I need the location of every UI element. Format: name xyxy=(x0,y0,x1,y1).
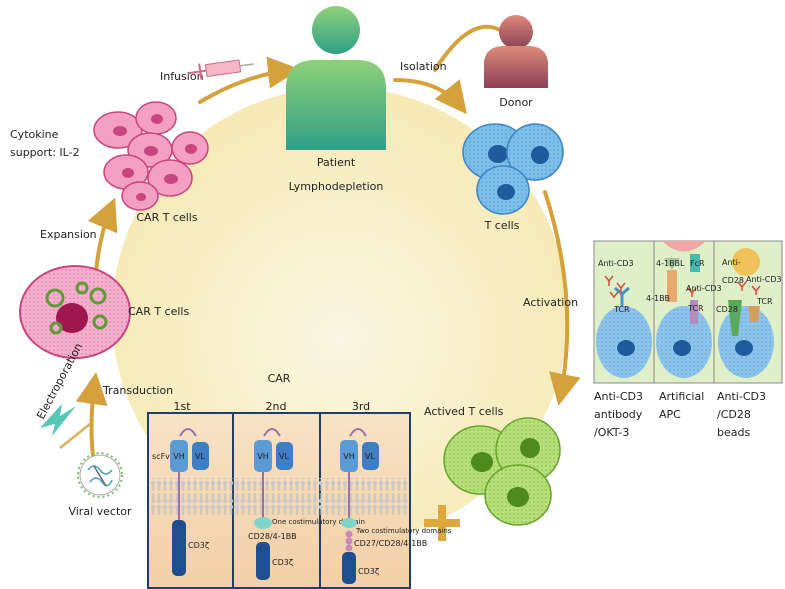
activation-method-okt3: Anti-CD3 TCR xyxy=(596,259,652,378)
costim-domain xyxy=(341,518,357,528)
expansion-label: Expansion xyxy=(40,228,97,241)
method3-label-1: CD28 xyxy=(722,276,744,285)
car-gen-1st: 1st scFv VH VL CD3ζ xyxy=(152,400,209,576)
method2-label-3: 4-1BB xyxy=(646,294,670,303)
caption-m3-2: beads xyxy=(717,426,750,439)
activation-label: Activation xyxy=(523,296,578,309)
method3-label-3: CD28 xyxy=(716,305,738,314)
divider-line xyxy=(59,423,91,449)
two-costim-note: Two costimulatory domains xyxy=(355,527,452,535)
car-t-cells-cluster-top xyxy=(93,101,209,211)
one-costim-note: One costimulatory domain xyxy=(272,518,365,526)
caption-m2-0: Artificial xyxy=(659,390,704,403)
method2-label-0: 4-1BBL xyxy=(656,259,685,268)
car-gen-3rd: 3rd VH VL Two costimulatory domains CD27… xyxy=(340,400,452,584)
method3-label-0: Anti- xyxy=(722,258,741,267)
vl-domain xyxy=(362,442,379,470)
costim-beads xyxy=(345,530,353,552)
gen-1st-header: 1st xyxy=(173,400,191,413)
car-gen-2nd: 2nd VH VL One costimulatory domain CD28/… xyxy=(248,400,365,580)
caption-m1-2: /OKT-3 xyxy=(594,426,629,439)
caption-m2-1: APC xyxy=(659,408,681,421)
isolation-label: Isolation xyxy=(400,60,447,73)
costim-label: CD28/4-1BB xyxy=(248,532,297,541)
vh-domain xyxy=(340,440,358,472)
caption-m1-0: Anti-CD3 xyxy=(594,390,643,403)
activation-captions: Anti-CD3 antibody /OKT-3 Artificial APC … xyxy=(594,390,766,439)
cycle-arrows xyxy=(75,24,581,472)
viral-vector-icon xyxy=(77,452,123,498)
syringe-icon xyxy=(188,59,254,80)
vl-label: VL xyxy=(279,452,289,461)
lightning-icon xyxy=(40,404,76,436)
gen-2nd-header: 2nd xyxy=(266,400,287,413)
cd3z-label: CD3ζ xyxy=(272,558,293,567)
activated-t-cells-cluster xyxy=(443,417,561,526)
car-t-cell-large xyxy=(19,265,131,359)
cytokine-label-line2: support: IL-2 xyxy=(10,146,80,159)
arrow-activation xyxy=(543,190,581,406)
vl-label: VL xyxy=(365,452,375,461)
caption-m3-0: Anti-CD3 xyxy=(717,390,766,403)
cd3z-label: CD3ζ xyxy=(358,567,379,576)
cd3z-domain xyxy=(342,552,356,584)
actived-t-cells-label: Actived T cells xyxy=(424,405,504,418)
caption-m3-1: /CD28 xyxy=(717,408,751,421)
transduction-label: Transduction xyxy=(102,384,173,397)
method3-label-2: Anti-CD3 xyxy=(746,275,782,284)
lymphodepletion-label: Lymphodepletion xyxy=(289,180,384,193)
method3-label-4: TCR xyxy=(756,297,773,306)
gen-3rd-header: 3rd xyxy=(352,400,370,413)
donor-figure xyxy=(484,15,548,88)
vh-label: VH xyxy=(343,452,355,461)
donor-label: Donor xyxy=(499,96,533,109)
t-cells-label: T cells xyxy=(484,219,520,232)
vh-label: VH xyxy=(257,452,269,461)
method2-label-4: TCR xyxy=(687,304,704,313)
caption-m1-1: antibody xyxy=(594,408,643,421)
patient-label: Patient xyxy=(317,156,356,169)
method2-label-2: Anti-CD3 xyxy=(686,284,722,293)
car-t-cells-label-top: CAR T cells xyxy=(136,211,197,224)
arrow-isolation xyxy=(393,78,467,115)
costim-label: CD27/CD28/4-1BB xyxy=(354,539,427,548)
method1-label-1: TCR xyxy=(613,305,630,314)
vl-label: VL xyxy=(195,452,205,461)
cd3z-label: CD3ζ xyxy=(188,541,209,550)
vh-domain xyxy=(170,440,188,472)
arrow-donor-link xyxy=(433,24,502,72)
vh-domain xyxy=(254,440,272,472)
cd3z-domain xyxy=(256,542,270,580)
activation-method-aapc: 4-1BBL FcR Anti-CD3 4-1BB TCR xyxy=(646,241,722,378)
car-panel-title: CAR xyxy=(268,372,291,385)
vl-domain xyxy=(276,442,293,470)
cytokine-label-line1: Cytokine xyxy=(10,128,59,141)
viral-vector-label: Viral vector xyxy=(68,505,132,518)
cd3z-domain xyxy=(172,520,186,576)
scfv-label: scFv xyxy=(152,452,170,461)
t-cells-cluster xyxy=(462,123,564,215)
patient-figure xyxy=(286,6,386,150)
car-t-cells-label-mid: CAR T cells xyxy=(128,305,189,318)
vh-label: VH xyxy=(173,452,185,461)
plus-icon xyxy=(424,505,460,541)
arrow-infusion xyxy=(198,56,300,104)
activation-method-beads: Anti- CD28 Anti-CD3 CD28 TCR xyxy=(716,248,782,378)
method2-label-1: FcR xyxy=(690,259,705,268)
costim-domain xyxy=(254,517,272,529)
method1-label-0: Anti-CD3 xyxy=(598,259,634,268)
vl-domain xyxy=(192,442,209,470)
